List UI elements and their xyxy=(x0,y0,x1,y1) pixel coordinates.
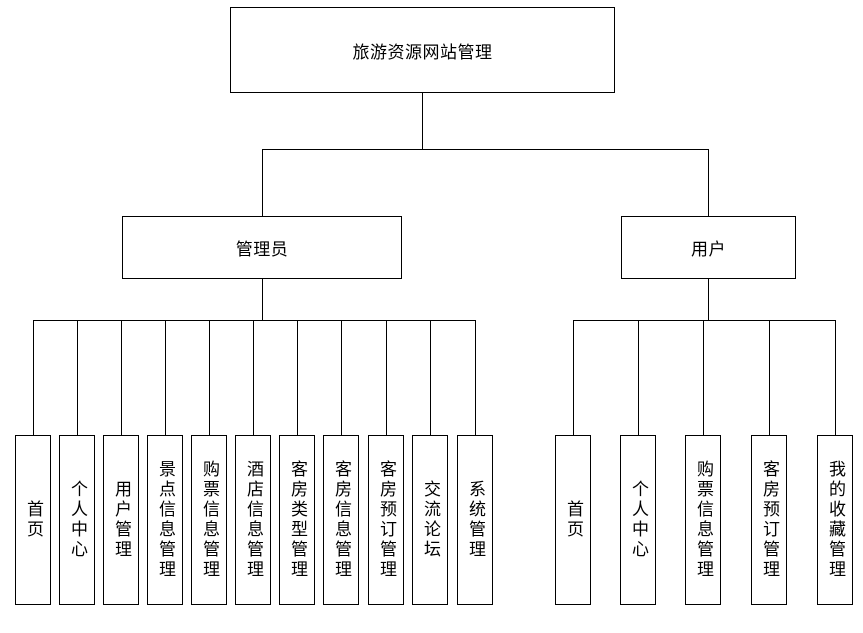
connector-admin-bar xyxy=(33,320,476,321)
connector-root-down xyxy=(422,92,423,150)
connector-user-bar xyxy=(573,320,836,321)
admin-module-home: 首页 xyxy=(15,435,51,605)
connector-user-down xyxy=(708,278,709,321)
drop-user-2 xyxy=(638,320,639,436)
admin-module-label: 交流论坛 xyxy=(420,480,440,560)
admin-module-personal-center: 个人中心 xyxy=(59,435,95,605)
admin-node: 管理员 xyxy=(122,216,402,279)
root-node-label: 旅游资源网站管理 xyxy=(352,42,493,63)
user-module-label: 客房预订管理 xyxy=(759,460,779,580)
drop-admin-8 xyxy=(341,320,342,436)
admin-module-label: 酒店信息管理 xyxy=(243,460,263,580)
admin-module-label: 购票信息管理 xyxy=(199,460,219,580)
admin-module-user-management: 用户管理 xyxy=(103,435,139,605)
drop-admin-10 xyxy=(430,320,431,436)
user-module-favorites-management: 我的收藏管理 xyxy=(817,435,853,605)
drop-admin-1 xyxy=(33,320,34,436)
user-module-room-booking-management: 客房预订管理 xyxy=(751,435,787,605)
admin-module-room-type-management: 客房类型管理 xyxy=(279,435,315,605)
user-module-label: 首页 xyxy=(563,500,583,540)
admin-node-label: 管理员 xyxy=(235,240,289,260)
admin-module-system-management: 系统管理 xyxy=(457,435,493,605)
user-module-label: 我的收藏管理 xyxy=(825,460,845,580)
connector-top-bar xyxy=(262,149,709,150)
admin-module-label: 客房类型管理 xyxy=(287,460,307,580)
drop-user-3 xyxy=(703,320,704,436)
root-node: 旅游资源网站管理 xyxy=(230,7,615,93)
user-module-label: 购票信息管理 xyxy=(693,460,713,580)
drop-admin-7 xyxy=(297,320,298,436)
admin-module-scenic-spot-management: 景点信息管理 xyxy=(147,435,183,605)
user-module-ticket-management: 购票信息管理 xyxy=(685,435,721,605)
drop-admin-4 xyxy=(165,320,166,436)
admin-module-label: 用户管理 xyxy=(111,480,131,560)
drop-admin-2 xyxy=(77,320,78,436)
admin-module-label: 首页 xyxy=(23,500,43,540)
admin-module-forum: 交流论坛 xyxy=(412,435,448,605)
user-module-label: 个人中心 xyxy=(628,480,648,560)
user-node: 用户 xyxy=(621,216,796,279)
connector-to-user xyxy=(708,149,709,216)
connector-to-admin xyxy=(262,149,263,216)
drop-user-1 xyxy=(573,320,574,436)
connector-admin-down xyxy=(262,278,263,321)
admin-module-hotel-management: 酒店信息管理 xyxy=(235,435,271,605)
drop-user-4 xyxy=(769,320,770,436)
drop-admin-3 xyxy=(121,320,122,436)
drop-admin-9 xyxy=(386,320,387,436)
admin-module-label: 客房预订管理 xyxy=(376,460,396,580)
admin-module-label: 系统管理 xyxy=(465,480,485,560)
admin-module-label: 客房信息管理 xyxy=(331,460,351,580)
admin-module-label: 个人中心 xyxy=(67,480,87,560)
user-module-personal-center: 个人中心 xyxy=(620,435,656,605)
drop-admin-11 xyxy=(475,320,476,436)
admin-module-label: 景点信息管理 xyxy=(155,460,175,580)
user-node-label: 用户 xyxy=(691,240,726,260)
admin-module-room-info-management: 客房信息管理 xyxy=(323,435,359,605)
drop-user-5 xyxy=(835,320,836,436)
user-module-home: 首页 xyxy=(555,435,591,605)
admin-module-ticket-management: 购票信息管理 xyxy=(191,435,227,605)
drop-admin-6 xyxy=(253,320,254,436)
admin-module-room-booking-management: 客房预订管理 xyxy=(368,435,404,605)
drop-admin-5 xyxy=(209,320,210,436)
